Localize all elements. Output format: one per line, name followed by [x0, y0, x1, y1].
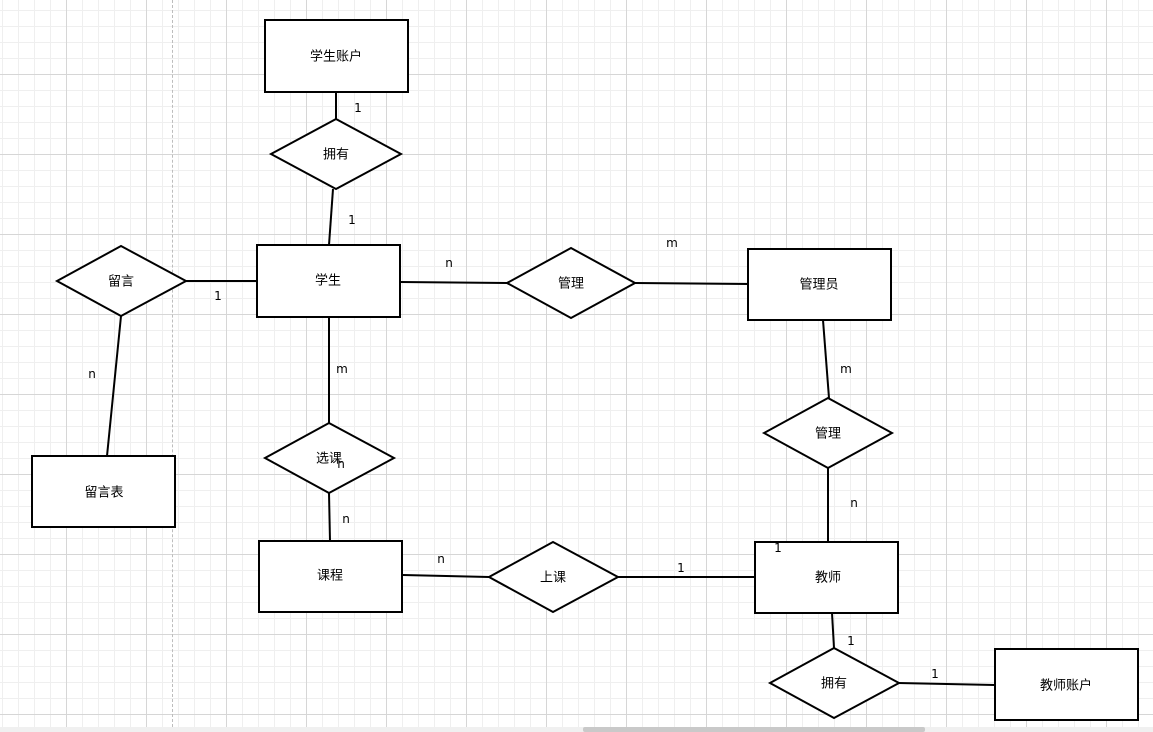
cardinality-label: n: [437, 552, 445, 566]
cardinality-label: n: [88, 367, 96, 381]
entity-student-account-box[interactable]: [264, 19, 409, 93]
cardinality-label: 1: [774, 541, 782, 555]
cardinality-label: m: [336, 362, 348, 376]
cardinality-label: n: [342, 512, 350, 526]
connector-student-manage[interactable]: [399, 281, 508, 284]
rel-student-manage-diamond[interactable]: [504, 246, 638, 320]
connector-message-messagetable[interactable]: [106, 315, 122, 457]
cardinality-label: 1: [677, 561, 685, 575]
entity-course-label: 课程: [317, 569, 343, 584]
entity-message-table-box[interactable]: [31, 455, 176, 528]
cardinality-label: m: [666, 236, 678, 250]
entity-admin-label: 管理员: [799, 278, 838, 293]
rel-message-diamond[interactable]: [54, 244, 189, 318]
entity-student-label: 学生: [315, 273, 341, 289]
connector-manage-admin[interactable]: [634, 282, 749, 285]
entity-student-account-label: 学生账户: [310, 49, 362, 65]
page-break-line: [172, 0, 173, 732]
cardinality-label: m: [840, 362, 852, 376]
rel-student-manage-label: 管理: [558, 277, 584, 292]
rel-student-owns-diamond[interactable]: [268, 117, 404, 191]
cardinality-label: 1: [847, 634, 855, 648]
rel-teach-label: 上课: [540, 571, 566, 586]
cardinality-label: 1: [931, 667, 939, 681]
rel-select-course-label: 选课: [316, 452, 342, 467]
entity-teacher-account-label: 教师账户: [1040, 678, 1092, 694]
entity-teacher-box[interactable]: [754, 541, 899, 614]
connector-course-teach[interactable]: [402, 574, 490, 578]
connector-selectcourse-course[interactable]: [328, 492, 331, 542]
entity-teacher-label: 教师: [815, 570, 841, 586]
rel-student-owns-label: 拥有: [323, 148, 349, 163]
rel-teacher-owns-label: 拥有: [821, 677, 847, 692]
entity-course-box[interactable]: [258, 540, 403, 613]
rel-message-label: 留言: [108, 275, 134, 290]
connector-teacher-owns2[interactable]: [831, 612, 835, 649]
cardinality-label: 1: [354, 101, 362, 115]
connector-owns2-teacheraccount[interactable]: [897, 682, 996, 686]
entity-student-box[interactable]: [256, 244, 401, 318]
rel-teacher-owns-diamond[interactable]: [767, 646, 902, 720]
cardinality-label: n: [850, 496, 858, 510]
rel-select-course-diamond[interactable]: [262, 421, 397, 495]
cardinality-label: n: [337, 457, 345, 471]
rel-teach-diamond[interactable]: [486, 540, 621, 614]
rel-teacher-manage-label: 管理: [815, 427, 841, 442]
entity-teacher-account-box[interactable]: [994, 648, 1139, 721]
cardinality-label: 1: [214, 289, 222, 303]
horizontal-scrollbar-thumb[interactable]: [583, 727, 925, 732]
connector-owns-student[interactable]: [328, 188, 334, 246]
connector-admin-manage2[interactable]: [822, 319, 830, 399]
horizontal-scrollbar-track[interactable]: [0, 727, 1153, 732]
cardinality-label: 1: [348, 213, 356, 227]
cardinality-label: n: [445, 256, 453, 270]
entity-admin-box[interactable]: [747, 248, 892, 321]
rel-teacher-manage-diamond[interactable]: [761, 396, 895, 470]
entity-message-table-label: 留言表: [84, 486, 123, 501]
